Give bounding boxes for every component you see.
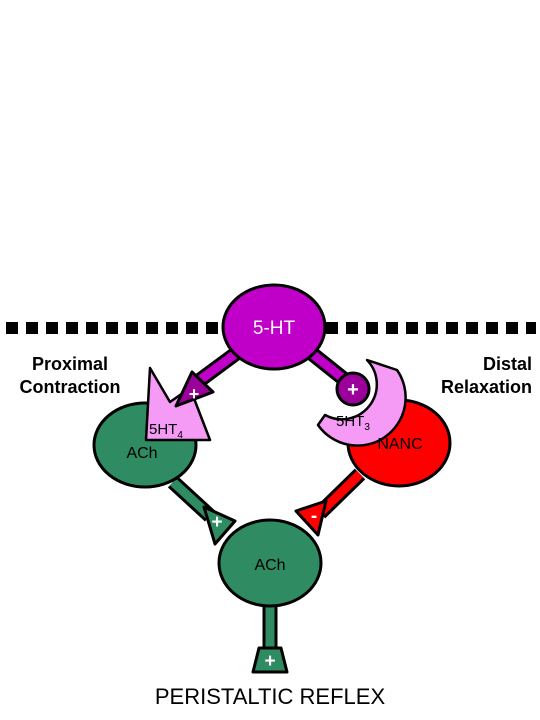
label-5ht4: 5HT4	[149, 421, 183, 441]
label-ach-bottom: ACh	[254, 557, 285, 574]
sign-plus-5ht3: +	[347, 379, 359, 401]
neuron-ach-bottom	[217, 518, 323, 608]
label-5ht3: 5HT3	[336, 413, 370, 433]
terminal-plus-5ht4	[174, 370, 215, 408]
terminal-plus-5ht3	[335, 371, 371, 407]
terminal-minus-nanc-bottom	[294, 499, 328, 537]
sign-plus-5ht4: +	[189, 384, 200, 404]
label-nanc: NANC	[377, 436, 422, 453]
label-ach-left: ACh	[126, 445, 157, 462]
terminal-plus-output	[251, 646, 289, 674]
sign-plus-ach-bottom: +	[211, 512, 222, 533]
label-5ht: 5-HT	[253, 318, 296, 339]
label-peristaltic-reflex: PERISTALTIC REFLEX	[154, 684, 386, 709]
node-5ht	[221, 283, 327, 371]
sign-plus-output: +	[264, 651, 275, 672]
label-proximal-contraction: Proximal Contraction	[19, 354, 121, 397]
sign-minus-nanc-bottom: -	[311, 506, 317, 527]
receptor-5ht3	[316, 358, 407, 447]
terminal-plus-ach-bottom	[202, 505, 237, 546]
label-distal-relaxation: Distal Relaxation	[440, 354, 532, 397]
